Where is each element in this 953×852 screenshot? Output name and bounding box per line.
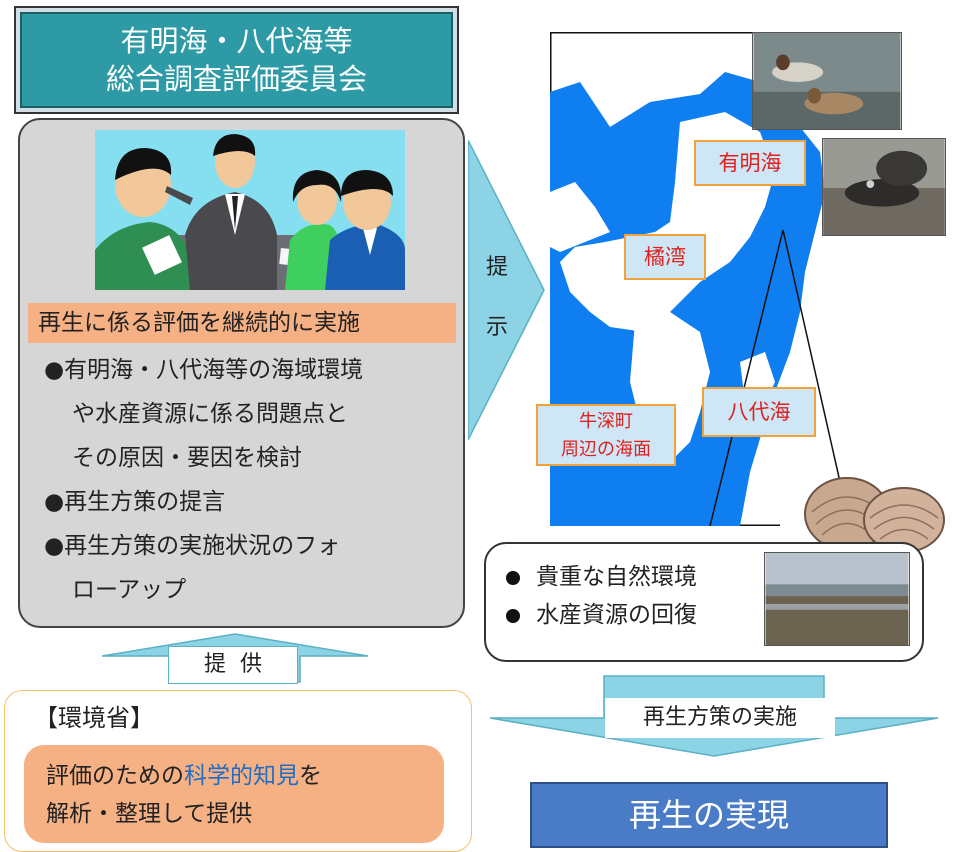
bullet-dot-icon	[506, 608, 520, 623]
provide-label: 提供	[168, 646, 298, 684]
land-area	[550, 182, 610, 252]
bullet-line: ●再生方策の提言	[44, 489, 226, 515]
bullet-line: ローアップ	[72, 577, 187, 603]
ushibuka-label-line1: 牛深町	[579, 411, 633, 432]
ministry-text-prefix: 評価のための	[46, 763, 184, 789]
ushibuka-label: 牛深町 周辺の海面	[536, 404, 676, 466]
meeting-illustration	[95, 130, 405, 290]
committee-title: 有明海・八代海等 総合調査評価委員会	[20, 12, 453, 108]
ushibuka-label-line2: 周辺の海面	[561, 439, 651, 460]
clam-shells-icon	[804, 477, 945, 553]
present-label-char: 示	[485, 315, 508, 340]
pintail-duck-photo	[752, 32, 902, 130]
scientific-knowledge-text: 科学的知見	[184, 763, 299, 789]
bullet-line: や水産資源に係る問題点と	[72, 401, 348, 427]
bullet-line: ●有明海・八代海等の海域環境	[44, 357, 364, 383]
tachibana-bay-label: 橘湾	[624, 234, 706, 280]
implementation-label: 再生方策の実施	[605, 698, 835, 738]
benefit-item: 水産資源の回復	[506, 596, 697, 634]
task-bullet-list: ●有明海・八代海等の海域環境 や水産資源に係る問題点と その原因・要因を検討 ●…	[44, 348, 454, 612]
ministry-title: 【環境省】	[34, 704, 154, 732]
tidal-flat-photo	[764, 552, 910, 646]
ariake-sea-label: 有明海	[694, 140, 806, 186]
person-center-icon	[165, 134, 277, 290]
pointer-line	[709, 229, 784, 526]
bullet-line: その原因・要因を検討	[72, 445, 302, 471]
bullet-dot-icon	[506, 570, 520, 585]
benefits-list: 貴重な自然環境 水産資源の回復	[506, 558, 697, 634]
benefit-text: 貴重な自然環境	[536, 564, 697, 590]
bullet-line: ●再生方策の実施状況のフォ	[44, 533, 341, 559]
pointer-line	[782, 229, 851, 526]
committee-title-line2: 総合調査評価委員会	[105, 62, 367, 96]
ministry-text-line2: 解析・整理して提供	[46, 801, 253, 827]
benefit-text: 水産資源の回復	[536, 602, 697, 628]
yatsushiro-sea-label: 八代海	[702, 387, 816, 437]
present-label: 提 示	[481, 238, 513, 358]
mudskipper-photo	[822, 138, 946, 236]
person-left-icon	[95, 148, 190, 290]
person-right-icon	[325, 170, 405, 290]
present-label-char: 提	[485, 255, 508, 280]
ministry-description: 評価のための科学的知見を 解析・整理して提供	[24, 745, 444, 843]
committee-title-box: 有明海・八代海等 総合調査評価委員会	[14, 6, 459, 114]
evaluation-highlight: 再生に係る評価を継続的に実施	[28, 303, 456, 343]
benefit-item: 貴重な自然環境	[506, 558, 697, 596]
ministry-text-suffix: を	[299, 763, 322, 789]
present-arrow	[468, 140, 545, 440]
committee-title-line1: 有明海・八代海等	[120, 24, 353, 58]
result-box: 再生の実現	[530, 782, 888, 848]
